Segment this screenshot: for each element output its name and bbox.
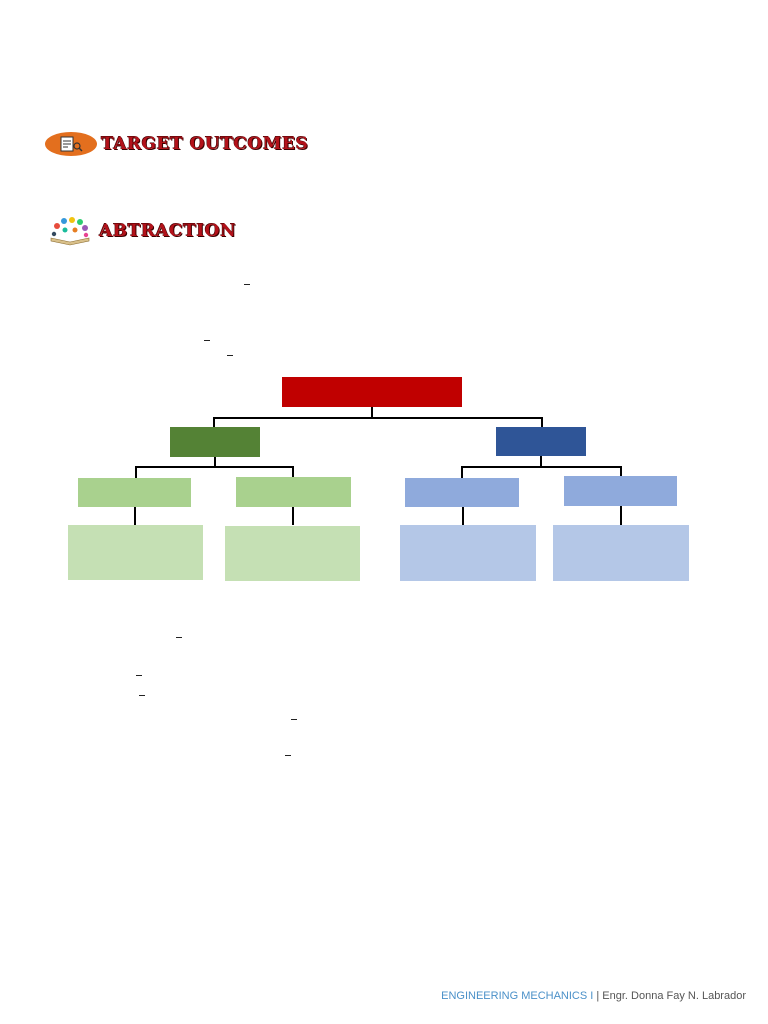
connector-line [541,417,543,427]
connector-line [134,507,136,525]
left-leaf-box-2 [225,526,360,581]
connector-line [620,506,622,525]
target-outcomes-title: TARGET OUTCOMES [101,134,309,154]
connector-line [135,466,294,468]
dash-mark [285,755,291,756]
connector-line [371,407,373,417]
right-leaf-box-1 [400,525,536,581]
right-child-box-1 [405,478,519,507]
left-child-box-2 [236,477,351,507]
footer-course: ENGINEERING MECHANICS I [441,990,594,1002]
connector-line [292,507,294,525]
connector-line [461,466,621,468]
connector-line [620,466,622,476]
apps-book-icon [45,216,95,246]
connector-line [540,456,542,466]
connector-line [214,457,216,466]
connector-line [461,466,463,478]
connector-line [462,507,464,525]
connector-line [135,466,137,478]
dash-mark [291,719,297,720]
target-outcomes-header: TARGET OUTCOMES [45,132,308,156]
left-leaf-box-1 [68,525,203,580]
right-leaf-box-2 [553,525,689,581]
footer-separator: | [596,990,600,1002]
dash-mark [244,284,250,285]
dash-mark [176,637,182,638]
dash-mark [227,355,233,356]
dash-mark [136,675,142,676]
page-footer: ENGINEERING MECHANICS I | Engr. Donna Fa… [441,990,746,1002]
right-child-box-2 [564,476,677,506]
right-branch-box [496,427,586,456]
left-branch-box [170,427,260,457]
connector-line [213,417,215,427]
left-child-box-1 [78,478,191,507]
abstraction-title: ABTRACTION [99,221,237,241]
footer-author: Engr. Donna Fay N. Labrador [602,990,746,1002]
abstraction-header: ABTRACTION [45,216,236,246]
connector-line [292,466,294,478]
dash-mark [204,340,210,341]
clipboard-icon [45,132,97,156]
connector-line [213,417,543,419]
root-box [282,377,462,407]
dash-mark [139,695,145,696]
